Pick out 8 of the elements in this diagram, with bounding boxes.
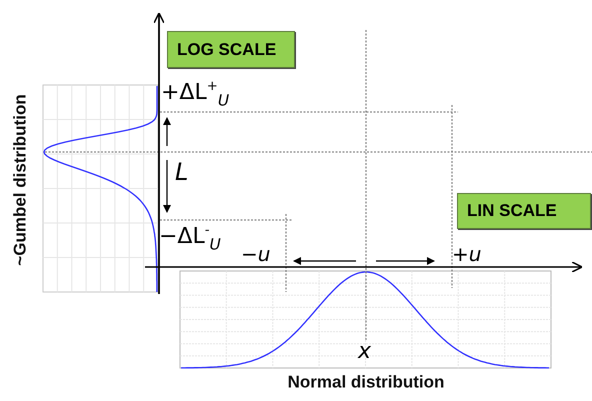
lower-limit-label: −u [241, 244, 270, 264]
axis-title: Normal distribution [288, 374, 444, 390]
mean-label: x [358, 341, 372, 363]
upper-limit-label: +u [452, 244, 482, 264]
mean-level-label: L [175, 160, 188, 184]
scale-label: LOG SCALE [167, 31, 295, 68]
scale-label: LIN SCALE [457, 193, 591, 229]
axis-title: ~Gumbel distribution [12, 94, 28, 266]
